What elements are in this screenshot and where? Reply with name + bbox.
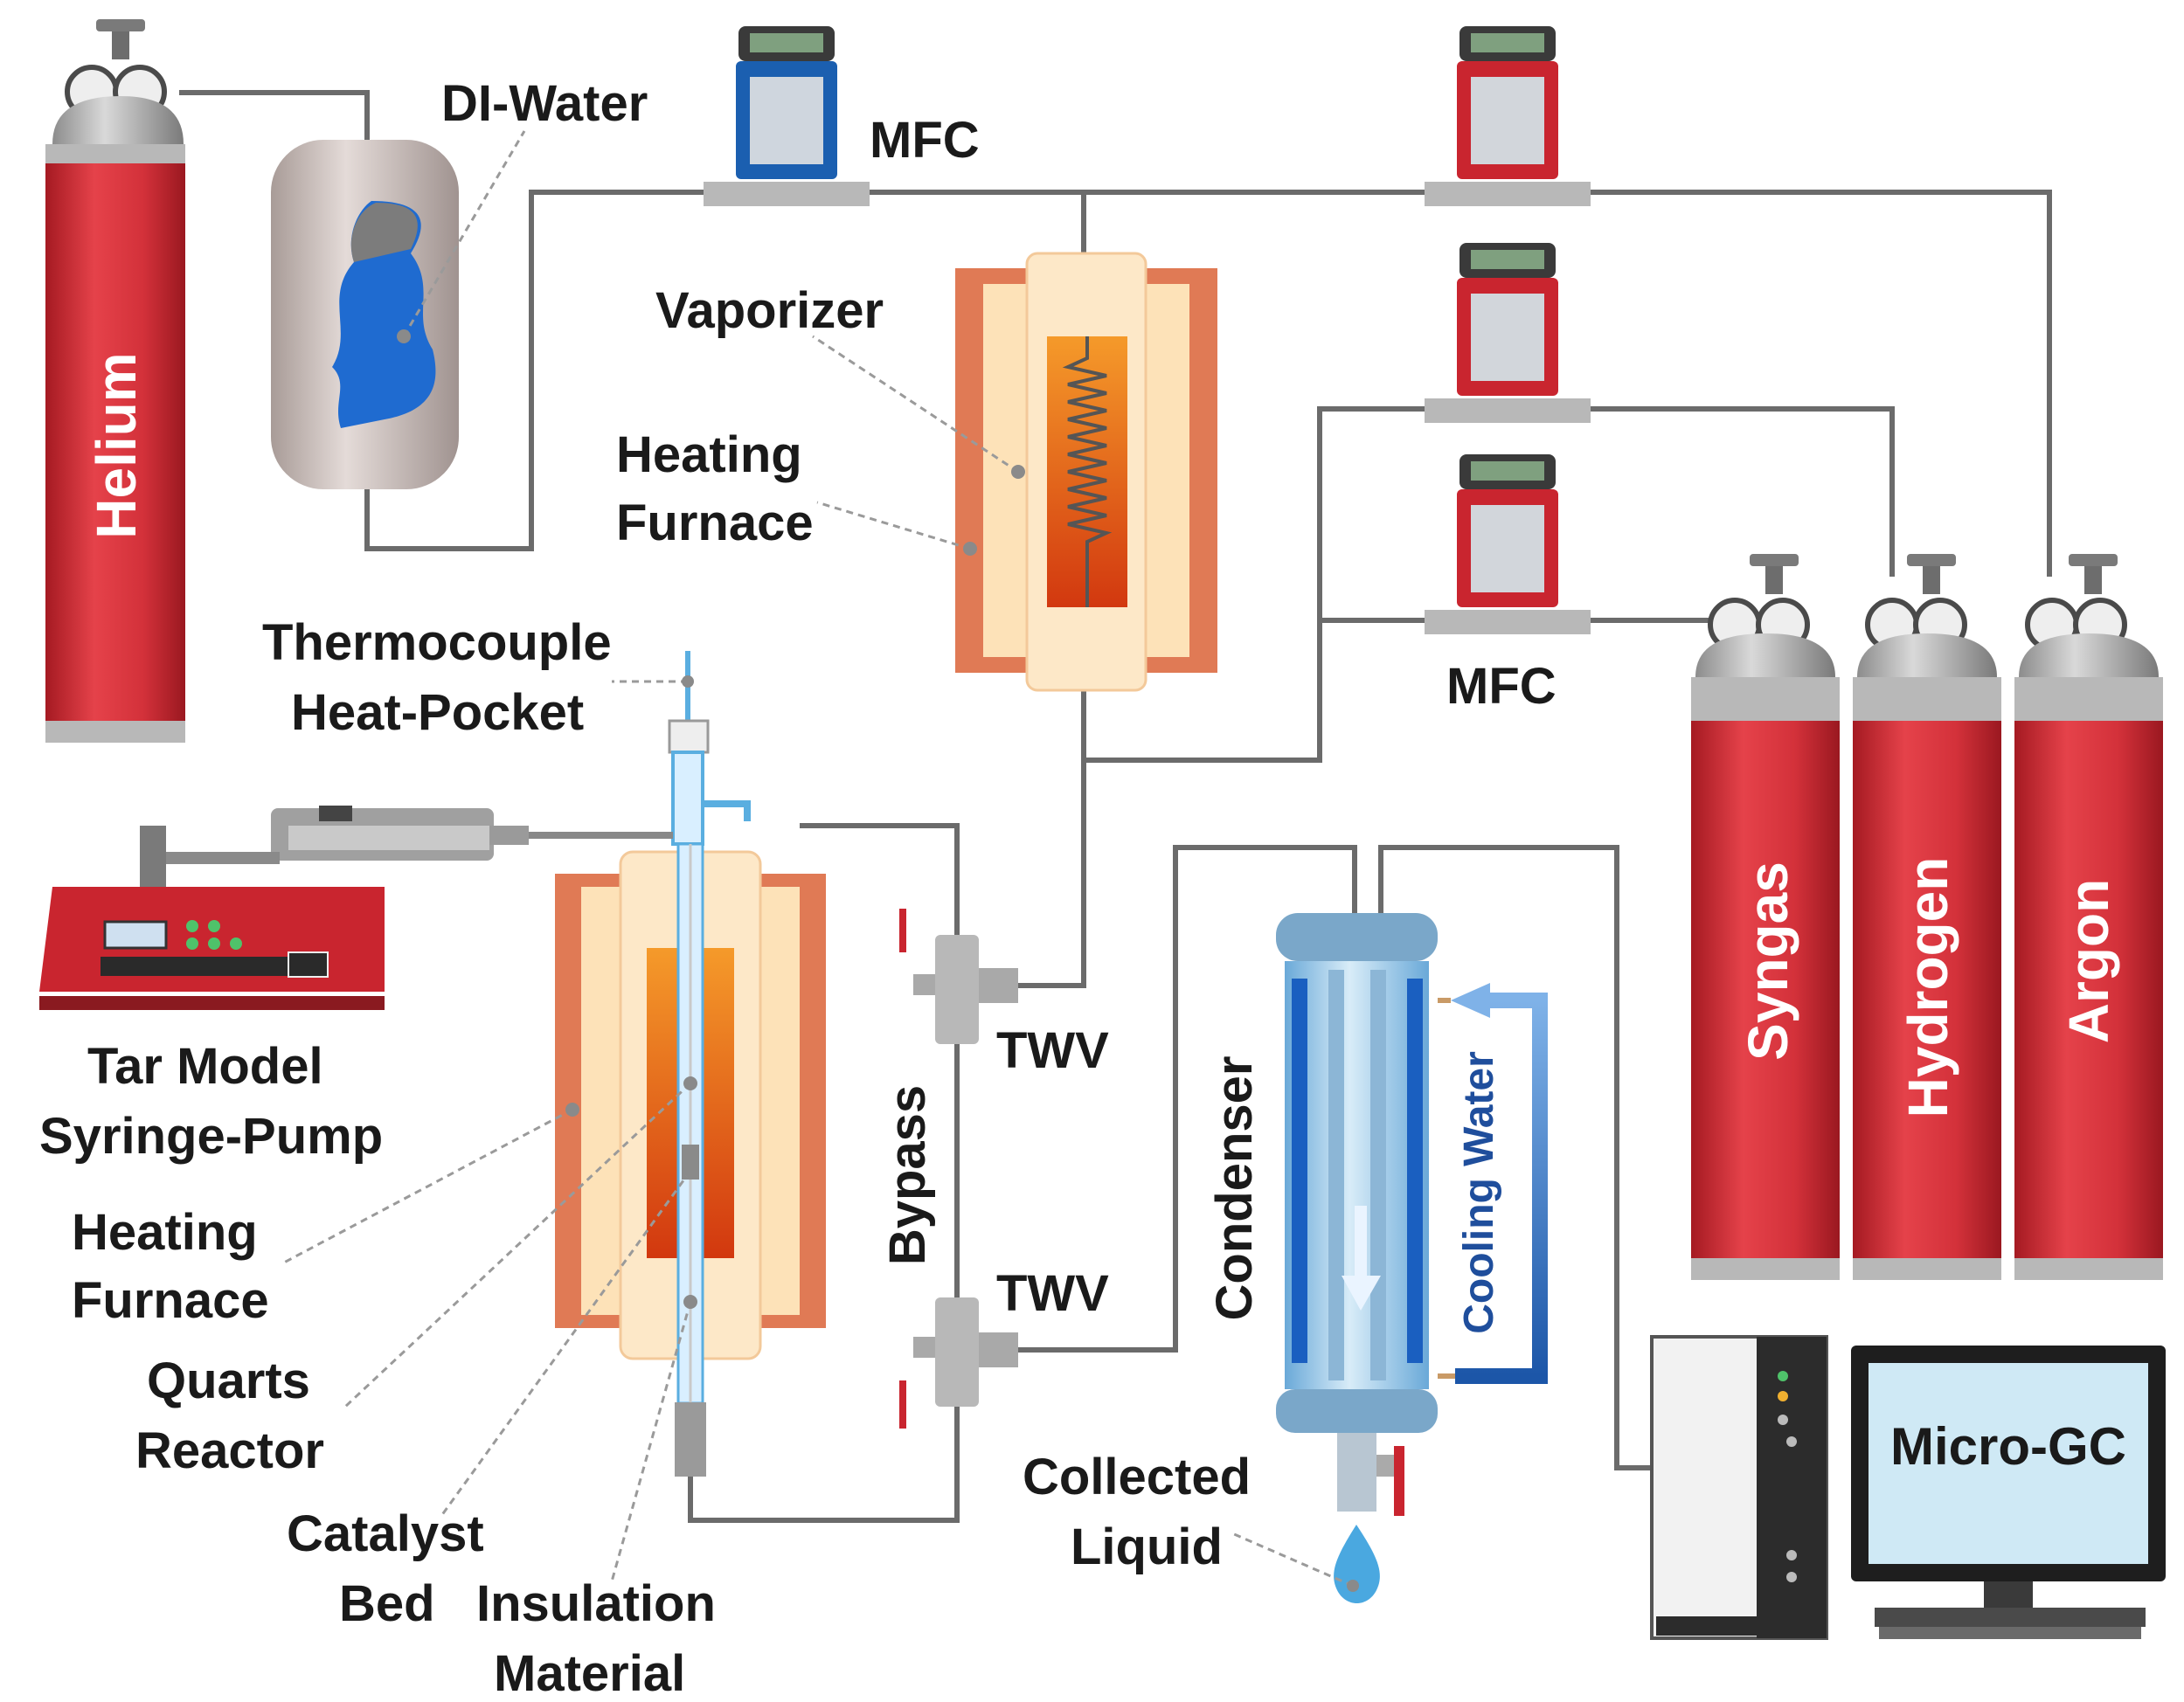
- heating-furnace-top-leader: [816, 501, 971, 550]
- micro-gc-label: Micro-GC: [1890, 1417, 2126, 1476]
- micro-gc-unit: [1650, 1335, 1828, 1640]
- thermocouple-heat-pocket: [668, 651, 751, 846]
- reactor-furnace: [555, 842, 826, 1477]
- twv-top-label: TWV: [996, 1022, 1109, 1079]
- helium-cylinder: Helium: [45, 19, 185, 743]
- monitor: Micro-GC: [1851, 1346, 2166, 1639]
- mfc-middle-red: [1425, 243, 1591, 423]
- twv-top-valve: [899, 909, 1018, 1044]
- di-water-leader: [402, 130, 526, 337]
- argon-label: Argon: [2057, 879, 2120, 1043]
- vaporizer-label: Vaporizer: [655, 282, 884, 339]
- quarts-label-2: Reactor: [135, 1422, 324, 1479]
- di-water-tank: [271, 140, 459, 489]
- thermocouple-label-2: Heat-Pocket: [291, 684, 584, 741]
- mfc-middle-label: MFC: [1446, 658, 1557, 715]
- insulation-label-1: Insulation: [476, 1575, 716, 1632]
- catalyst-label-1: Catalyst: [287, 1505, 484, 1562]
- syringe-pump: [39, 806, 673, 1010]
- collected-liquid-leader: [1231, 1532, 1354, 1588]
- heating-furnace-top-label-1: Heating: [616, 426, 802, 483]
- insulation-label-2: Material: [494, 1645, 685, 1702]
- mfc-top-label: MFC: [870, 112, 980, 169]
- heating-furnace-bot-label-2: Furnace: [72, 1272, 269, 1329]
- di-water-label: DI-Water: [441, 75, 648, 132]
- condenser: [1276, 913, 1438, 1516]
- argon-cylinder: Argon: [2014, 554, 2163, 1280]
- mfc-bottom-red: [1425, 454, 1591, 634]
- helium-label: Helium: [85, 352, 148, 538]
- catalyst-label-2: Bed: [339, 1575, 435, 1632]
- heating-furnace-bot-leader: [283, 1108, 573, 1264]
- heating-furnace-bot-label-1: Heating: [72, 1204, 258, 1261]
- vaporizer-leader: [812, 335, 1019, 474]
- twv-bottom-label: TWV: [996, 1265, 1109, 1322]
- twv-bottom-valve: [899, 1297, 1018, 1429]
- cooling-water-arrow: [1438, 983, 1548, 1384]
- quarts-leader: [343, 1082, 692, 1408]
- mfc-top-red: [1425, 26, 1591, 206]
- collected-liquid-label-1: Collected: [1023, 1449, 1251, 1505]
- cooling-water-label: Cooling Water: [1456, 1051, 1502, 1334]
- quarts-label-1: Quarts: [147, 1353, 310, 1409]
- bypass-label: Bypass: [879, 1085, 936, 1265]
- tar-model-label-2: Syringe-Pump: [39, 1108, 383, 1165]
- heating-furnace-top-label-2: Furnace: [616, 495, 814, 551]
- hydrogen-label: Hydrogen: [1896, 857, 1959, 1118]
- hydrogen-cylinder: Hydrogen: [1853, 554, 2001, 1280]
- catalyst-leader: [440, 1170, 692, 1517]
- syngas-label: Syngas: [1737, 861, 1799, 1061]
- thermocouple-label-1: Thermocouple: [262, 614, 612, 671]
- liquid-droplet: [1334, 1525, 1380, 1603]
- mfc-top-blue: [704, 26, 870, 206]
- collected-liquid-label-2: Liquid: [1071, 1519, 1223, 1575]
- tar-model-label-1: Tar Model: [87, 1038, 323, 1095]
- syngas-cylinder: Syngas: [1691, 554, 1840, 1280]
- condenser-label: Condenser: [1206, 1056, 1263, 1321]
- vaporizer-furnace: [955, 252, 1217, 692]
- piping: [179, 90, 2052, 1523]
